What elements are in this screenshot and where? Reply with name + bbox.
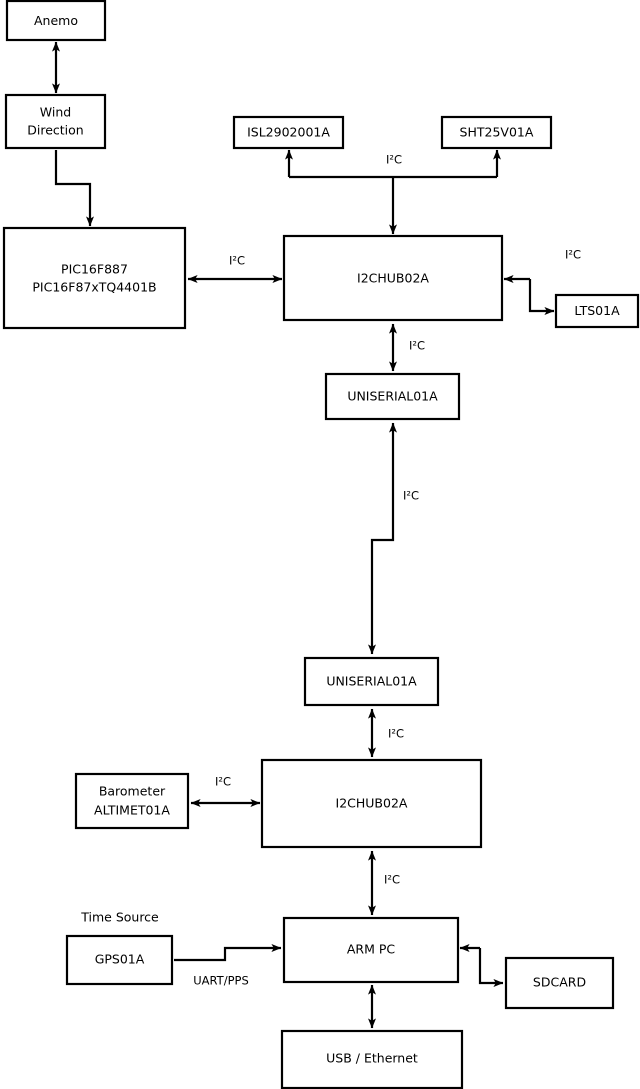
node-wind-direction[interactable]: Wind Direction [4, 93, 107, 150]
node-anemo[interactable]: Anemo [5, 0, 107, 42]
node-pic-label-line1: PIC16F887 [61, 262, 128, 277]
node-barometer-label-line1: Barometer [99, 784, 166, 799]
node-i2chub02a-bottom[interactable]: I2CHUB02A [260, 758, 483, 849]
node-sht25v01a[interactable]: SHT25V01A [440, 115, 553, 150]
edge-label-i2c-top-bus: I²C [386, 153, 402, 167]
node-isl2902001a[interactable]: ISL2902001A [232, 115, 345, 150]
node-i2chub02a-bottom-label: I2CHUB02A [336, 796, 408, 811]
node-uniserial01a-bottom[interactable]: UNISERIAL01A [303, 656, 440, 707]
node-i2chub02a-top-label: I2CHUB02A [357, 271, 429, 286]
edge-label-i2c-baro-hub2: I²C [215, 775, 231, 789]
node-arm-pc-label: ARM PC [347, 942, 396, 957]
edge-label-i2c-uni-hub2: I²C [388, 727, 404, 741]
node-sdcard-label: SDCARD [533, 975, 586, 990]
edge-label-i2c-uni-uni: I²C [403, 489, 419, 503]
node-gps01a[interactable]: GPS01A [65, 934, 174, 986]
node-wind-direction-label-line1: Wind [40, 105, 71, 120]
node-uniserial01a-top[interactable]: UNISERIAL01A [324, 372, 461, 421]
edge-label-i2c-hub-lts: I²C [565, 248, 581, 262]
conn-arm-sdcard-in [478, 948, 504, 987]
conn-uni-uni-down [368, 478, 395, 655]
conn-hub-lts-in [528, 279, 555, 315]
node-lts01a[interactable]: LTS01A [554, 293, 640, 329]
edge-label-i2c-hub2-arm: I²C [384, 873, 400, 887]
node-uniserial01a-bottom-label: UNISERIAL01A [326, 674, 417, 689]
node-pic-label-line2: PIC16F87xTQ4401B [32, 280, 156, 295]
edge-label-uart-pps: UART/PPS [193, 974, 249, 988]
node-usb-ethernet-label: USB / Ethernet [326, 1051, 418, 1066]
node-i2chub02a-top[interactable]: I2CHUB02A [282, 234, 504, 322]
node-lts01a-label: LTS01A [574, 303, 620, 318]
node-uniserial01a-top-label: UNISERIAL01A [347, 389, 438, 404]
node-barometer-label-line2: ALTIMET01A [94, 803, 170, 818]
conn-wind-pic [54, 150, 94, 227]
edge-label-i2c-hub-uni: I²C [409, 339, 425, 353]
node-barometer-altimet01a[interactable]: Barometer ALTIMET01A [74, 772, 190, 830]
edge-label-i2c-pic-hub: I²C [229, 254, 245, 268]
conn-gps-arm [174, 944, 282, 962]
node-isl2902001a-label: ISL2902001A [247, 125, 330, 140]
node-sdcard[interactable]: SDCARD [504, 956, 615, 1010]
node-sht25v01a-label: SHT25V01A [460, 125, 534, 140]
node-wind-direction-label-line2: Direction [27, 123, 83, 138]
node-gps01a-label: GPS01A [95, 952, 145, 967]
node-arm-pc[interactable]: ARM PC [282, 916, 460, 984]
node-usb-ethernet[interactable]: USB / Ethernet [280, 1029, 464, 1089]
node-pic-microcontroller[interactable]: PIC16F887 PIC16F87xTQ4401B [2, 226, 187, 330]
label-time-source: Time Source [80, 910, 159, 925]
node-anemo-label: Anemo [34, 13, 78, 28]
